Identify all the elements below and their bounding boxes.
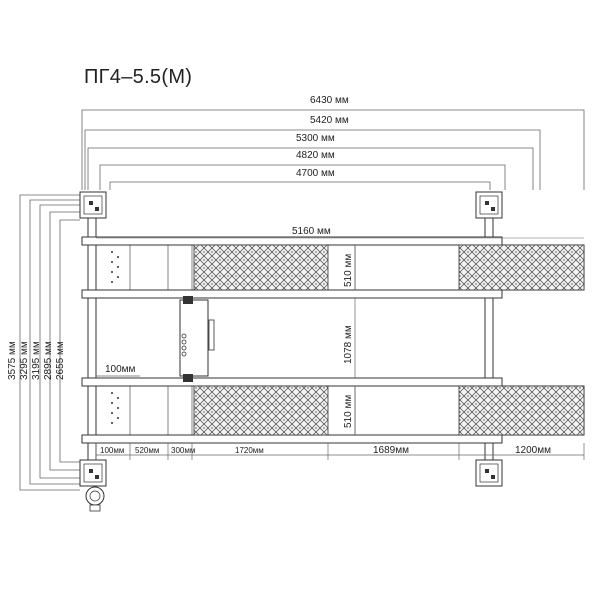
top-dimension-4820: 4820 мм bbox=[99, 150, 506, 190]
label-2655: 2655 мм bbox=[55, 341, 66, 380]
label-2895: 2895 мм bbox=[43, 341, 54, 380]
jack-traverse bbox=[179, 296, 215, 382]
offset-dimension: 100мм bbox=[96, 364, 140, 377]
label-3195: 3195 мм bbox=[31, 341, 42, 380]
post-bottom-right bbox=[475, 459, 503, 487]
post-top-right bbox=[475, 191, 503, 219]
top-dimension-5300: 5300 мм bbox=[87, 133, 534, 190]
label-100-offset: 100мм bbox=[105, 364, 136, 375]
platform-length-dimension: 5160 мм bbox=[96, 226, 584, 239]
frame-columns bbox=[87, 217, 494, 461]
bottom-dimension-lines bbox=[95, 443, 585, 460]
label-3295: 3295 мм bbox=[19, 341, 30, 380]
label-510-top: 510 мм bbox=[343, 254, 354, 287]
label-6430: 6430 мм bbox=[310, 95, 349, 106]
post-bottom-left bbox=[79, 459, 107, 487]
label-4700: 4700 мм bbox=[296, 168, 335, 179]
motor-icon bbox=[85, 486, 105, 512]
top-dimension-5420: 5420 мм bbox=[84, 115, 541, 190]
label-510-bottom: 510 мм bbox=[343, 395, 354, 428]
platform-top bbox=[95, 244, 585, 291]
label-bottom-1720: 1720мм bbox=[235, 446, 264, 455]
label-5300: 5300 мм bbox=[296, 133, 335, 144]
label-5160: 5160 мм bbox=[292, 226, 331, 237]
label-bottom-520: 520мм bbox=[135, 446, 159, 455]
left-dimension-lines bbox=[19, 194, 80, 491]
top-dimension-6430: 6430 мм bbox=[81, 95, 585, 190]
label-bottom-300: 300мм bbox=[171, 446, 195, 455]
top-dimension-4700: 4700 мм bbox=[109, 168, 491, 190]
post-top-left bbox=[79, 191, 107, 219]
label-bottom-1689: 1689мм bbox=[373, 445, 409, 456]
diagram-title: ПГ4–5.5(М) bbox=[84, 66, 193, 88]
label-bottom-1200: 1200мм bbox=[515, 445, 551, 456]
label-1078: 1078 мм bbox=[343, 325, 354, 364]
label-bottom-100: 100мм bbox=[100, 446, 124, 455]
label-5420: 5420 мм bbox=[310, 115, 349, 126]
platform-bottom bbox=[95, 385, 585, 436]
label-3575: 3575 мм bbox=[7, 341, 18, 380]
label-4820: 4820 мм bbox=[296, 150, 335, 161]
